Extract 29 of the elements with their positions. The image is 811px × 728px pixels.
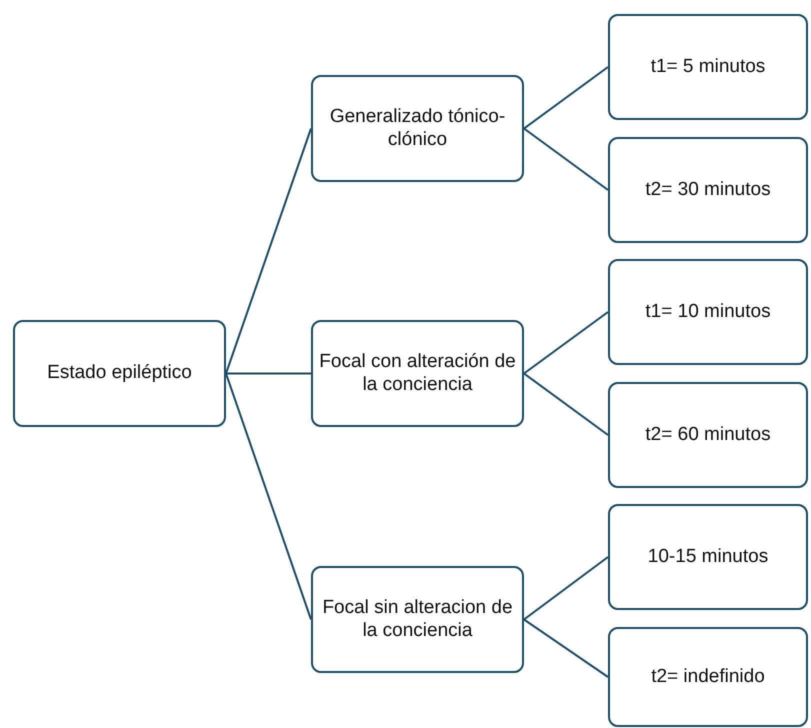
connector-line	[226, 372, 311, 374]
process-box	[608, 259, 808, 365]
process-box	[608, 382, 808, 488]
connector-line	[523, 128, 609, 191]
box-label: t1= 5 minutos	[650, 56, 766, 78]
connector-line	[523, 556, 609, 620]
process-box	[608, 627, 808, 727]
process-box	[311, 566, 524, 673]
box-label: t2= indefinido	[651, 666, 765, 688]
connector-line	[523, 66, 609, 130]
connector-line	[523, 311, 609, 374]
connector-line	[225, 128, 312, 374]
process-box	[608, 504, 808, 610]
box-label: t2= 60 minutos	[645, 424, 771, 446]
box-label: Focal con alteración de la conciencia	[319, 350, 516, 396]
connector-line	[523, 618, 609, 678]
box-label: t2= 30 minutos	[645, 178, 771, 202]
connector-line	[225, 373, 312, 620]
box-label: Estado epiléptico	[47, 362, 192, 385]
process-box	[608, 14, 808, 120]
process-box	[311, 75, 524, 182]
process-box	[13, 320, 226, 427]
box-label: Focal sin alteracion de la conciencia	[321, 596, 514, 642]
box-label: 10-15 minutos	[648, 546, 768, 568]
box-label: t1= 10 minutos	[645, 300, 771, 324]
connector-line	[523, 372, 609, 436]
process-box	[311, 320, 524, 427]
box-label: Generalizado tónico-clónico	[328, 106, 506, 152]
process-box	[608, 137, 808, 243]
